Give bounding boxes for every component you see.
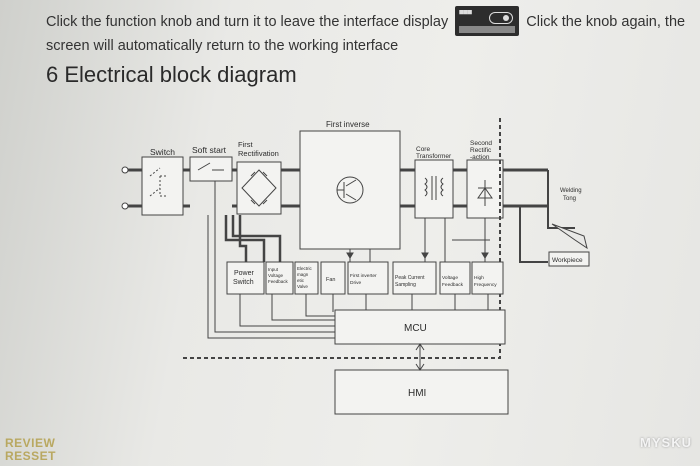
inverter-drive-label-1: First inverter: [350, 273, 377, 279]
welding-tong-icon: [551, 223, 588, 250]
mcu-block: [334, 309, 506, 345]
input-terminal-top: [121, 166, 129, 174]
intro-paragraph: Click the function knob and turn it to l…: [46, 6, 686, 56]
inverter-drive-label-2: Drive: [350, 280, 362, 286]
peak-current-label-1: Peak Current: [395, 275, 425, 281]
hmi-label: HMI: [408, 388, 426, 399]
input-voltage-label-1: Input: [268, 267, 279, 272]
watermark-right: MYSKU: [640, 435, 692, 450]
welding-tong-label-2: Tong: [563, 196, 576, 202]
input-terminal-bottom: [121, 202, 129, 210]
input-voltage-feedback-block: [265, 261, 294, 295]
core-transformer-label-2: Transformer: [416, 153, 452, 160]
input-voltage-label-2: Voltage: [268, 273, 284, 278]
high-frequency-label-2: Frequency: [474, 282, 497, 288]
core-transformer-label-1: Core: [416, 146, 430, 153]
first-rect-label-1: First: [238, 140, 253, 149]
fan-label: Fan: [326, 277, 335, 283]
core-transformer-block: [414, 159, 454, 219]
mcu-label: MCU: [404, 323, 427, 334]
power-switch-label-1: Power: [234, 270, 255, 277]
valve-label-1: Electric: [297, 266, 313, 271]
valve-label-4: Valve: [297, 284, 308, 289]
workpiece-label: Workpiece: [552, 257, 583, 264]
high-frequency-block: [471, 261, 504, 295]
soft-start-block: [189, 156, 233, 182]
peak-current-label-2: Sampling: [395, 282, 416, 288]
section-title: 6 Electrical block diagram: [46, 62, 297, 87]
voltage-feedback-label-2: Feedback: [442, 282, 464, 288]
second-rect-label-3: -action: [470, 154, 490, 161]
input-voltage-label-3: Feedback: [268, 279, 289, 284]
intro-text-1: Click the function knob and turn it to l…: [46, 14, 449, 30]
peak-current-sampling-block: [392, 261, 437, 295]
first-inverse-block: [299, 130, 401, 250]
switch-block: [141, 156, 184, 216]
second-rect-label-2: Rectific: [470, 147, 492, 154]
second-rect-label-1: Second: [470, 140, 492, 147]
voltage-feedback-block: [439, 261, 471, 295]
voltage-feedback-label-1: Voltage: [442, 275, 458, 281]
welding-tong-label-1: Welding: [560, 188, 582, 194]
power-switch-label-2: Switch: [233, 279, 254, 286]
hmi-block: [334, 369, 509, 415]
power-switch-block: [226, 261, 265, 295]
valve-label-3: etic: [297, 278, 305, 283]
display-screen-icon: ■■■: [455, 6, 520, 36]
intro-text-2: Click the knob again, the screen will au…: [46, 14, 686, 54]
workpiece-block: [548, 251, 590, 267]
valve-label-2: magn: [297, 272, 309, 277]
soft-start-label: Soft start: [192, 145, 227, 155]
first-rect-label-2: Rectifivation: [238, 149, 279, 158]
watermark-left: REVIEW RESSET: [5, 436, 57, 463]
switch-label: Switch: [150, 147, 175, 157]
high-frequency-label-1: High: [474, 275, 484, 281]
first-inverter-drive-block: [347, 261, 389, 295]
fan-block: [320, 261, 346, 295]
first-inverse-label: First inverse: [326, 120, 370, 129]
